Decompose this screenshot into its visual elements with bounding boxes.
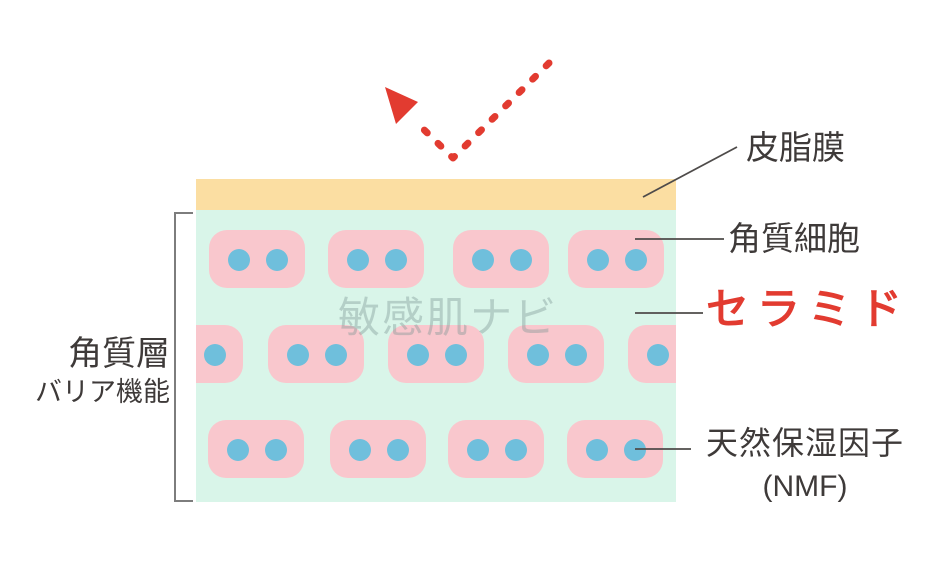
sebum-film-layer <box>196 179 676 210</box>
nucleus-dot <box>265 439 287 461</box>
corneocyte-cell <box>453 230 549 288</box>
label-stratum-corneum: 角質層 <box>68 335 170 373</box>
corneocyte-cell <box>208 420 304 478</box>
nucleus-dot <box>266 249 288 271</box>
label-stratum-corneum-group: 角質層 バリア機能 <box>0 335 170 408</box>
nucleus-dot <box>387 439 409 461</box>
corneocyte-cell <box>568 230 664 288</box>
watermark: 敏感肌ナビ <box>338 294 559 341</box>
nucleus-dot <box>527 344 549 366</box>
nucleus-dot <box>204 344 226 366</box>
label-barrier-function: バリア機能 <box>35 377 170 408</box>
nucleus-dot <box>287 344 309 366</box>
corneocyte-cell <box>448 420 544 478</box>
nucleus-dot <box>385 249 407 271</box>
label-nmf-abbr: (NMF) <box>762 470 848 504</box>
corneocyte-cell <box>196 325 243 383</box>
reflect-arrow-head-icon <box>385 87 418 124</box>
label-nmf: 天然保湿因子 (NMF) <box>690 425 920 504</box>
corneocyte-cell <box>268 325 364 383</box>
nucleus-dot <box>227 439 249 461</box>
corneocyte-cell <box>567 420 663 478</box>
corneocyte-cell <box>330 420 426 478</box>
reflect-arrow-icon <box>410 59 553 162</box>
nucleus-dot <box>586 439 608 461</box>
label-corneocyte: 角質細胞 <box>728 220 860 257</box>
nucleus-dot <box>647 344 669 366</box>
nucleus-dot <box>445 344 467 366</box>
corneocyte-cell <box>508 325 604 383</box>
nucleus-dot <box>565 344 587 366</box>
corneocyte-cell <box>209 230 305 288</box>
nucleus-dot <box>347 249 369 271</box>
corneocyte-cell <box>328 230 424 288</box>
label-nmf-japanese: 天然保湿因子 <box>705 425 904 461</box>
nucleus-dot <box>472 249 494 271</box>
nucleus-dot <box>325 344 347 366</box>
nucleus-dot <box>407 344 429 366</box>
label-sebum-film: 皮脂膜 <box>746 129 845 166</box>
corneocyte-cell <box>628 325 676 383</box>
corneocyte-cell <box>388 325 484 383</box>
nucleus-dot <box>467 439 489 461</box>
nucleus-dot <box>505 439 527 461</box>
nucleus-dot <box>349 439 371 461</box>
nucleus-dot <box>510 249 532 271</box>
nucleus-dot <box>625 249 647 271</box>
nucleus-dot <box>228 249 250 271</box>
stratum-bracket <box>174 212 193 502</box>
label-ceramide: セラミド <box>706 286 910 334</box>
nucleus-dot <box>624 439 646 461</box>
stratum-block <box>196 210 676 502</box>
nucleus-dot <box>587 249 609 271</box>
